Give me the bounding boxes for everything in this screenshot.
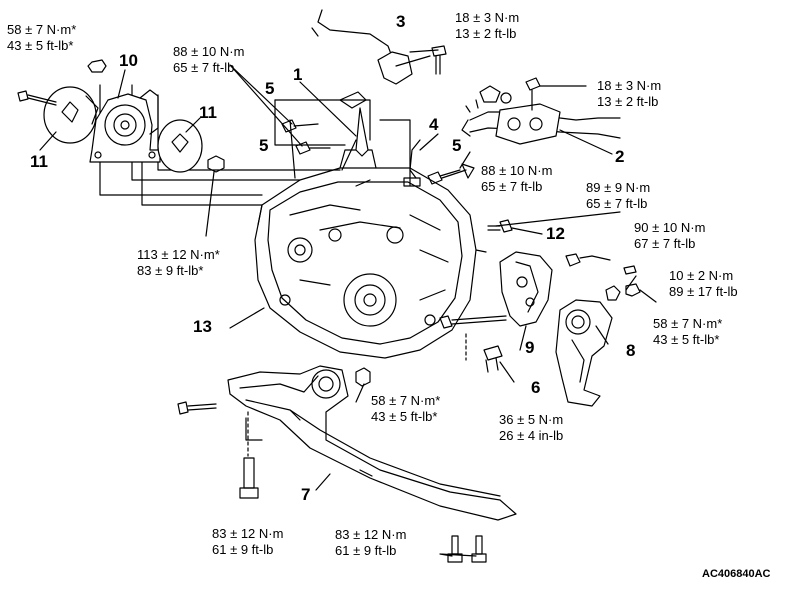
control-rod-3 bbox=[311, 9, 431, 85]
mount-8-fasteners bbox=[565, 253, 641, 301]
cable-assembly-2 bbox=[461, 77, 621, 145]
callout-7: 7 bbox=[301, 485, 311, 504]
transmission-housing bbox=[254, 149, 487, 359]
bolt-6 bbox=[483, 345, 503, 373]
callout-3: 3 bbox=[396, 12, 406, 31]
cable-4 bbox=[403, 139, 421, 187]
callout-9: 9 bbox=[525, 338, 535, 357]
callout-2: 2 bbox=[615, 147, 625, 166]
bolt-left bbox=[17, 90, 57, 106]
dashed-guides bbox=[247, 333, 467, 457]
callout-12: 12 bbox=[546, 224, 565, 243]
diagram-id: AC406840AC bbox=[702, 568, 771, 580]
crossmember-7 bbox=[227, 365, 517, 521]
callout-5: 5 bbox=[452, 136, 462, 155]
stopper-center bbox=[157, 119, 203, 173]
bolt-crossmember-left bbox=[177, 401, 217, 415]
torque-label: 58 ± 7 N·m*43 ± 5 ft-lb* bbox=[371, 393, 441, 424]
torque-label: 113 ± 12 N·m*83 ± 9 ft-lb* bbox=[137, 247, 220, 278]
nut-left-top bbox=[87, 59, 107, 73]
callout-11: 11 bbox=[30, 152, 48, 171]
left-mount-bracket bbox=[89, 89, 161, 163]
callout-13: 13 bbox=[193, 317, 212, 336]
callout-8: 8 bbox=[626, 341, 636, 360]
mount-bracket-9 bbox=[499, 251, 553, 327]
callout-4: 4 bbox=[429, 115, 439, 134]
callout-5: 5 bbox=[259, 136, 269, 155]
bolt-vertical-left bbox=[239, 417, 263, 499]
leader-lines bbox=[39, 49, 657, 557]
stopper-left bbox=[43, 86, 99, 144]
callout-5: 5 bbox=[265, 79, 275, 98]
callout-6: 6 bbox=[531, 378, 541, 397]
bolt-9-left bbox=[439, 315, 507, 329]
bolts-bottom-right bbox=[447, 535, 487, 563]
torque-label: 58 ± 7 N·m*43 ± 5 ft-lb* bbox=[7, 22, 77, 53]
torque-label: 58 ± 7 N·m*43 ± 5 ft-lb* bbox=[653, 316, 723, 347]
nut-center bbox=[207, 155, 225, 173]
callout-10: 10 bbox=[119, 51, 138, 70]
shift-lever-1 bbox=[339, 91, 369, 171]
nut-crossmember bbox=[355, 367, 371, 387]
engine-mount-8 bbox=[555, 299, 613, 407]
callout-11: 11 bbox=[199, 103, 217, 122]
callout-1: 1 bbox=[293, 65, 303, 84]
bolt-top-right bbox=[431, 45, 447, 75]
